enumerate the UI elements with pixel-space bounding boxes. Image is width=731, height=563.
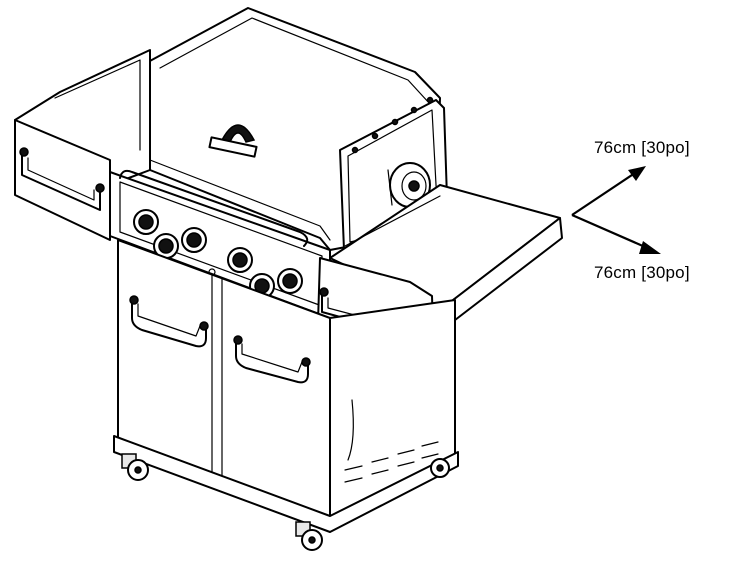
knob-2[interactable]	[153, 233, 179, 259]
clearance-arrows	[571, 166, 661, 254]
clearance-label-top: 76cm [30po]	[594, 138, 690, 157]
arrow-head-down	[639, 241, 661, 254]
left-side-shelf	[14, 49, 151, 241]
knob-4[interactable]	[227, 247, 253, 273]
caster-front-right	[295, 521, 323, 551]
caster-front-left	[121, 453, 149, 481]
cart-cabinet	[117, 239, 456, 521]
knob-6[interactable]	[277, 268, 303, 294]
rotisserie-motor	[387, 162, 431, 208]
door-handles	[129, 295, 311, 384]
control-knobs	[133, 209, 303, 299]
clearance-arrow-down	[571, 213, 653, 252]
knob-3[interactable]	[181, 227, 207, 253]
knob-1[interactable]	[133, 209, 159, 235]
arrow-head-up	[628, 166, 646, 181]
clearance-label-bottom: 76cm [30po]	[594, 263, 690, 282]
cart-base-casters	[113, 435, 459, 551]
caster-rear-right	[430, 458, 450, 478]
lid-logo-badge	[208, 124, 258, 158]
clearance-arrow-up	[571, 170, 639, 216]
